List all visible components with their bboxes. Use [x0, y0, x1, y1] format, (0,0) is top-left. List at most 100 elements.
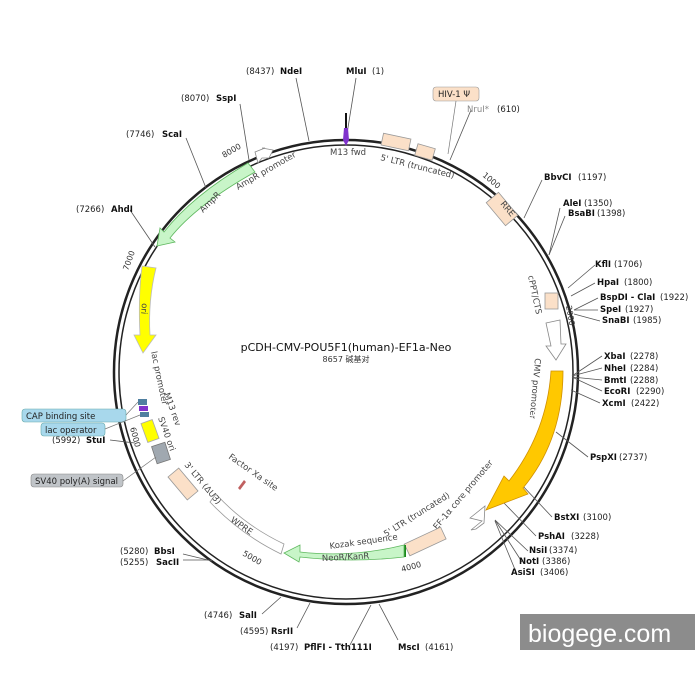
site-name: MluI [346, 67, 367, 77]
site-name: XcmI [602, 399, 626, 409]
plasmid-title: pCDH-CMV-POU5F1(human)-EF1a-Neo [241, 341, 452, 354]
ltr5-segment-1 [380, 132, 412, 152]
site-name: SspI [216, 94, 236, 104]
sv40polya-box: SV40 poly(A) signal [30, 473, 124, 488]
pou5f1-feature [485, 370, 564, 511]
site-pos: (1922) [660, 293, 688, 303]
tick-5000: 5000 [241, 549, 263, 567]
site-pos: (4746) [204, 611, 232, 621]
site-name: PspXI [590, 453, 617, 463]
m13-fwd-feature [343, 128, 349, 146]
cppt-label: cPPT/CTS [525, 275, 543, 316]
site-name: SpeI [600, 305, 621, 315]
site-name: NsiI [529, 546, 547, 556]
site-pos: (1350) [584, 199, 612, 209]
ef1a-feature [469, 505, 486, 531]
site-name: StuI [86, 436, 105, 446]
site-pos: (2288) [630, 376, 658, 386]
site-pos: (2278) [630, 352, 658, 362]
site-pos: (3228) [571, 532, 599, 542]
site-name: RsrII [271, 627, 293, 637]
tick-2000: 2000 [564, 305, 576, 327]
site-name: NruI* [467, 105, 489, 115]
site-name: NdeI [280, 67, 302, 77]
site-pos: (2422) [631, 399, 659, 409]
site-pos: (3374) [549, 546, 577, 556]
hiv-box: HIV-1 Ψ [432, 86, 480, 102]
site-name: AleI [563, 199, 581, 209]
site-name: PshAI [538, 532, 565, 542]
site-pos: (7266) [76, 205, 104, 215]
site-name: NotI [519, 557, 539, 567]
watermark-text: biogege.com [528, 620, 671, 648]
site-name: BmtI [604, 376, 627, 386]
site-name: BsaBI [568, 209, 595, 219]
ampr-feature [156, 162, 256, 247]
ltr3-feature [167, 467, 199, 501]
site-name: AhdI [111, 205, 133, 215]
site-name: NheI [604, 364, 626, 374]
hiv-box-text: HIV-1 Ψ [438, 90, 470, 100]
site-pos: (8070) [181, 94, 209, 104]
tick-7000: 7000 [121, 249, 136, 271]
site-pos: (1706) [614, 260, 642, 270]
site-pos: (3386) [542, 557, 570, 567]
site-pos: (1197) [578, 173, 606, 183]
site-pos: (2290) [636, 387, 664, 397]
site-pos: (8437) [246, 67, 274, 77]
site-name: BbvCI [544, 173, 572, 183]
ori-feature [133, 265, 157, 354]
tick-8000: 8000 [221, 142, 243, 160]
lac-promoter-feature [139, 406, 148, 411]
site-name: PflFI - Tth111I [304, 643, 372, 653]
ltr5b-feature [403, 526, 447, 557]
lac-operator-feature [140, 412, 149, 417]
site-name: ScaI [162, 130, 182, 140]
site-name: BstXI [554, 513, 579, 523]
site-pos: (4595) [240, 627, 268, 637]
sv40ori-feature [140, 419, 160, 443]
neor-label: NeoR/KanR [322, 552, 370, 564]
site-name: BspDI - ClaI [600, 293, 655, 303]
factor-xa-feature [238, 480, 246, 490]
site-pos: (4197) [270, 643, 298, 653]
tick-6000: 6000 [128, 426, 142, 448]
cap-binding-feature [138, 399, 147, 405]
tick-4000: 4000 [400, 560, 422, 574]
site-name: BbsI [154, 547, 175, 557]
site-name: KflI [595, 260, 611, 270]
factor-xa-label: Factor Xa site [226, 452, 279, 493]
site-pos: (3406) [540, 568, 568, 578]
site-pos: (5255) [120, 558, 148, 568]
site-pos: (610) [497, 105, 520, 115]
sv40polya-feature [151, 441, 171, 465]
ori-label: ori [138, 303, 149, 315]
site-name: MscI [398, 643, 420, 653]
wpre-feature [209, 493, 285, 555]
site-pos: (1927) [625, 305, 653, 315]
site-name: EcoRI [604, 387, 630, 397]
site-pos: (1398) [597, 209, 625, 219]
site-name: SalI [239, 611, 257, 621]
site-pos: (3100) [583, 513, 611, 523]
cmv-promoter-feature [545, 319, 567, 361]
cppt-feature [544, 292, 559, 310]
tick-1000: 1000 [481, 171, 502, 191]
cap-box-text: CAP binding site [26, 412, 95, 422]
site-labels: MluI (1) (8437) NdeI (8070) SspI (7746) … [52, 67, 688, 653]
site-name: AsiSI [511, 568, 535, 578]
sv40polya-box-text: SV40 poly(A) signal [35, 477, 118, 487]
lacop-box: lac operator [40, 422, 106, 437]
cap-box: CAP binding site [21, 408, 127, 423]
site-name: SnaBI [602, 316, 630, 326]
site-pos: (2284) [630, 364, 658, 374]
site-pos: (1800) [624, 278, 652, 288]
site-leaders [109, 77, 603, 646]
watermark-bg [520, 614, 695, 650]
site-name: XbaI [604, 352, 626, 362]
site-pos: (5280) [120, 547, 148, 557]
rre-feature [485, 191, 519, 227]
site-pos: (4161) [425, 643, 453, 653]
site-name: HpaI [597, 278, 619, 288]
